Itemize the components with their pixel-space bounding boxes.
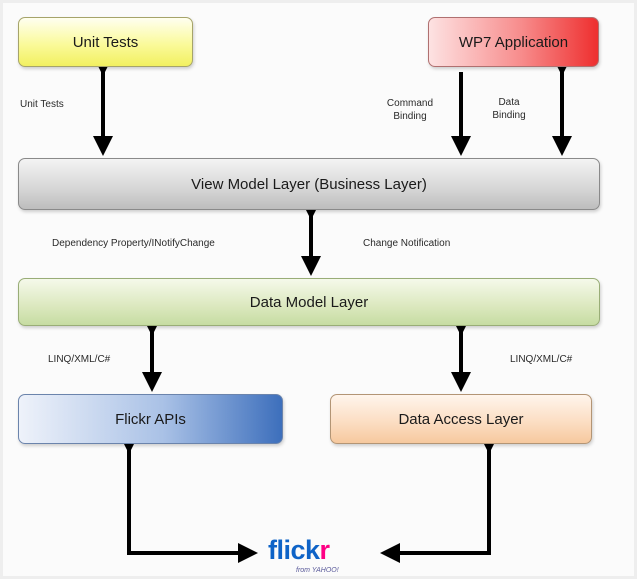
data-access-layer-label: Data Access Layer (398, 410, 524, 428)
flickr-apis-label: Flickr APIs (115, 410, 186, 428)
command-binding-label: Command Binding (386, 98, 434, 122)
data-model-layer-label: Data Model Layer (249, 293, 369, 311)
unit-tests-arrow-label: Unit Tests (20, 99, 64, 110)
wp7-application-box: WP7 Application (428, 17, 599, 67)
arrow-data-access-logo (380, 434, 499, 563)
wp7-application-box-label: WP7 Application (458, 33, 569, 51)
unit-tests-box: Unit Tests (18, 17, 193, 67)
dependency-property-label: Dependency Property/INotifyChange (52, 238, 215, 249)
view-model-layer-label: View Model Layer (Business Layer) (191, 175, 427, 193)
linq-left-label: LINQ/XML/C# (48, 354, 111, 365)
change-notification-label: Change Notification (363, 238, 451, 249)
unit-tests-box-label: Unit Tests (72, 33, 139, 51)
arrow-flickr-apis-logo (119, 434, 258, 563)
flickr-logo-byline: from YAHOO! (296, 567, 339, 574)
view-model-layer-box: View Model Layer (Business Layer) (18, 158, 600, 210)
data-binding-label: Data Binding (492, 97, 526, 121)
data-access-layer-box: Data Access Layer (330, 394, 592, 444)
flickr-logo-part1: flick (268, 535, 320, 565)
data-model-layer-box: Data Model Layer (18, 278, 600, 326)
flickr-logo: flickr (268, 536, 330, 564)
flickr-logo-part2: r (319, 535, 331, 565)
linq-right-label: LINQ/XML/C# (510, 354, 573, 365)
flickr-apis-box: Flickr APIs (18, 394, 283, 444)
